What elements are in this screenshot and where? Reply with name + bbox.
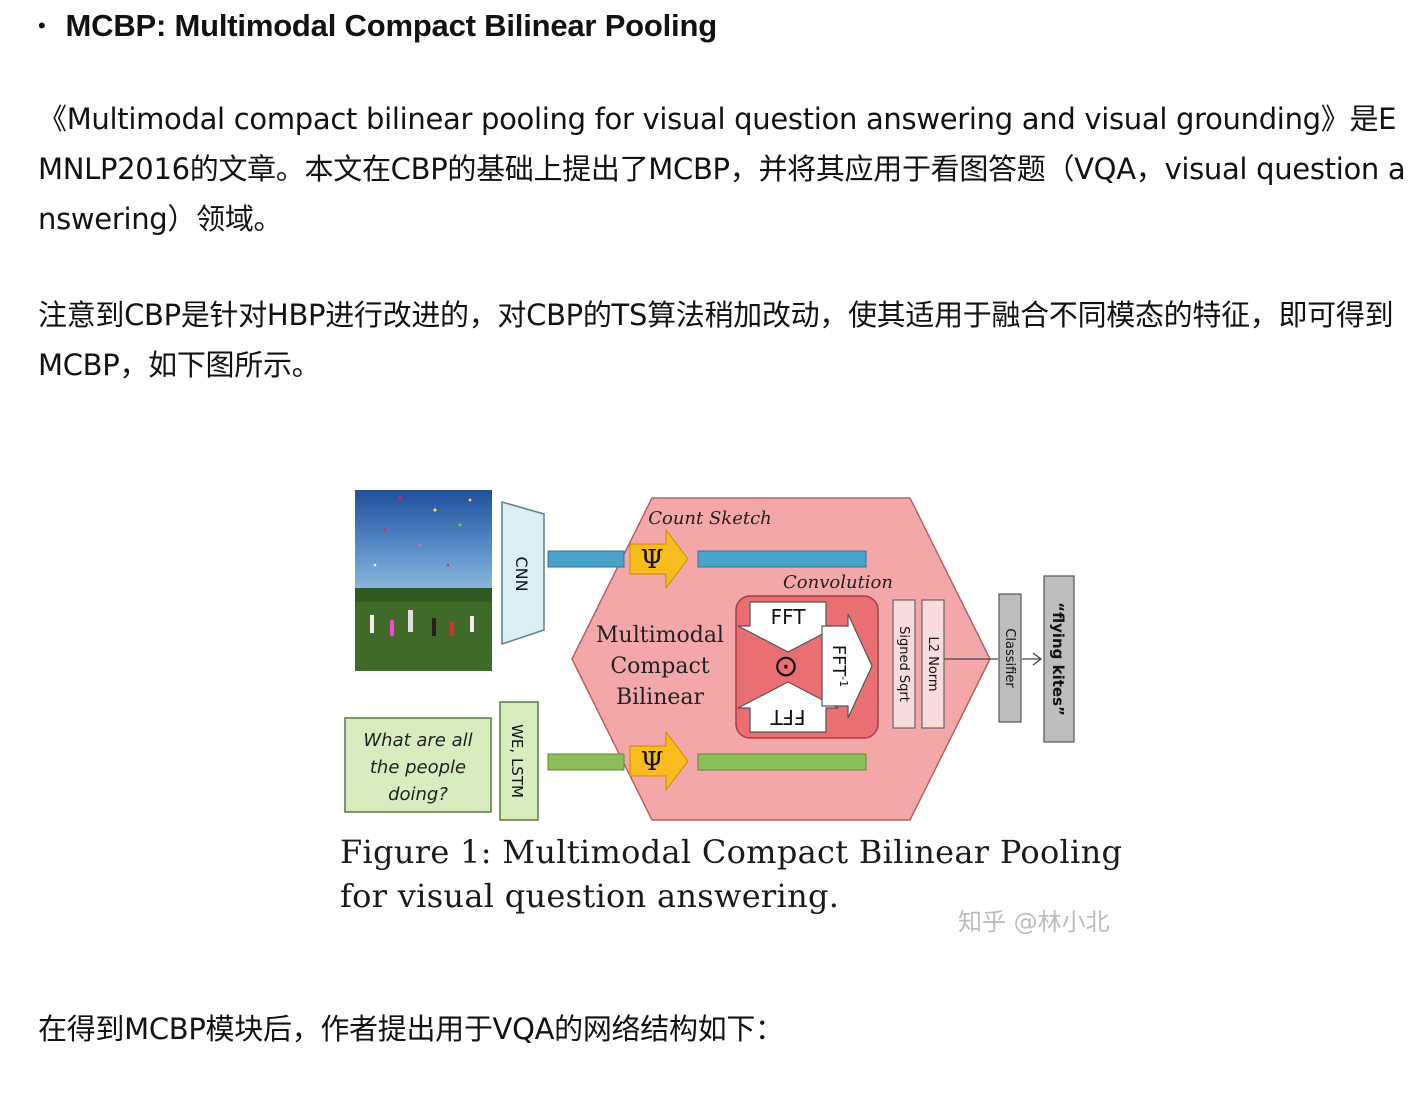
mcbp-figure: CNN What are all the people doing? WE, L…: [330, 470, 1150, 940]
image-feature-vector: [547, 550, 625, 568]
mcb-label-line-2: Compact: [610, 654, 709, 679]
question-line-1: What are all: [363, 730, 472, 751]
answer-block: “flying kites”: [1043, 575, 1075, 743]
psi-arrow-top: Ψ: [629, 528, 689, 590]
text-feature-vector: [547, 753, 625, 771]
mcb-label-line-1: Multimodal: [596, 623, 724, 648]
fft-top-label: FFT: [771, 605, 807, 629]
section-heading: • MCBP: Multimodal Compact Bilinear Pool…: [38, 4, 717, 48]
count-sketch-label: Count Sketch: [648, 508, 772, 529]
figure-caption: Figure 1: Multimodal Compact Bilinear Po…: [340, 833, 1123, 915]
classifier-label: Classifier: [1002, 628, 1017, 688]
ifft-superscript: -1: [837, 676, 850, 687]
kite-photo: [355, 490, 492, 671]
odot-symbol: ⊙: [773, 649, 798, 684]
cnn-block: CNN: [501, 501, 545, 646]
l2-norm-label: L2 Norm: [925, 636, 940, 691]
image-sketch-vector: [697, 550, 867, 568]
paragraph-network-intro: 在得到MCBP模块后，作者提出用于VQA的网络结构如下：: [38, 1012, 784, 1046]
question-box: What are all the people doing?: [344, 717, 492, 813]
mcbp-diagram: CNN What are all the people doing? WE, L…: [344, 490, 1075, 821]
signed-sqrt-label: Signed Sqrt: [896, 626, 911, 702]
lstm-block: WE, LSTM: [499, 701, 539, 821]
mcb-label-line-3: Bilinear: [616, 685, 705, 710]
watermark: 知乎 @林小北: [958, 908, 1110, 936]
signed-sqrt-block: Signed Sqrt: [892, 599, 916, 729]
fft-bottom-label: FFT: [770, 705, 806, 729]
answer-label: “flying kites”: [1049, 602, 1067, 716]
cnn-label: CNN: [512, 556, 531, 591]
question-line-3: doing?: [388, 784, 448, 805]
arrowhead: [1032, 652, 1043, 666]
ifft-label: FFT-1: [828, 645, 850, 687]
text-sketch-vector: [697, 753, 867, 771]
classifier-block: Classifier: [998, 593, 1022, 723]
bullet-marker: •: [38, 13, 46, 38]
l2-norm-block: L2 Norm: [921, 599, 945, 729]
heading-title: MCBP: Multimodal Compact Bilinear Poolin…: [65, 8, 718, 43]
question-line-2: the people: [370, 757, 466, 778]
lstm-label: WE, LSTM: [508, 724, 526, 798]
psi-symbol-bottom: Ψ: [641, 747, 664, 777]
paragraph-intro: 《Multimodal compact bilinear pooling for…: [38, 102, 1406, 236]
convolution-label: Convolution: [783, 572, 893, 593]
psi-symbol-top: Ψ: [641, 545, 664, 575]
convolution-box: FFT FFT ⊙ FFT-1: [735, 595, 879, 739]
psi-arrow-bottom: Ψ: [629, 730, 689, 792]
paragraph-cbp-note: 注意到CBP是针对HBP进行改进的，对CBP的TS算法稍加改动，使其适用于融合不…: [38, 298, 1394, 382]
